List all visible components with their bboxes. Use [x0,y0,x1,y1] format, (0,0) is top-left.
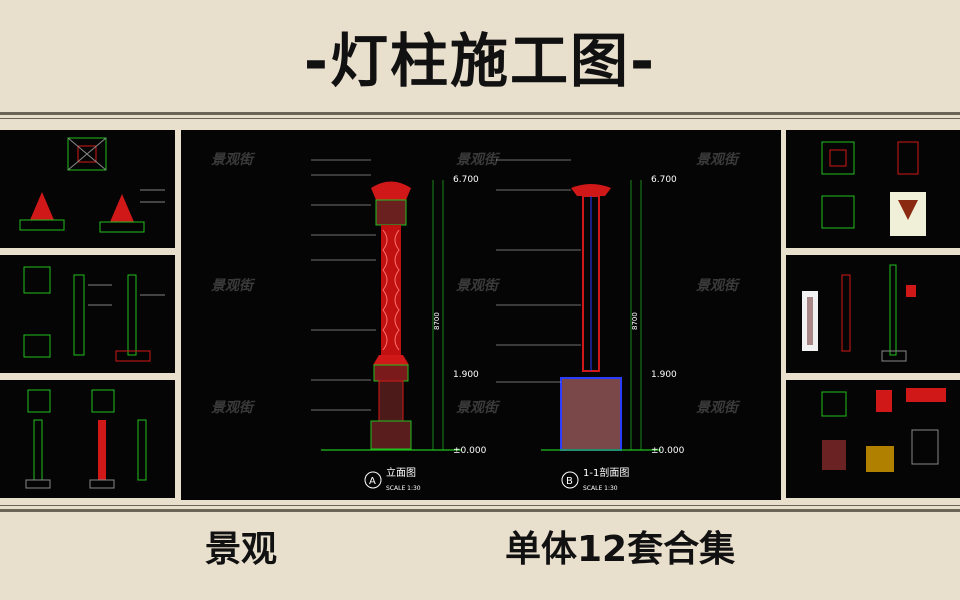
watermark: 景观街 [696,277,741,294]
thumbnail-right-2[interactable] [786,255,960,373]
elevation-column [321,181,461,451]
dim-total: 8700 [433,312,441,330]
elevation-caption: 立面图 [386,466,416,479]
section-scale: SCALE 1:30 [583,485,618,492]
main-drawing[interactable]: 景观街 景观街 景观街 景观街 景观街 景观街 景观街 景观街 景观街 [181,130,781,500]
section-column [541,184,661,451]
level-top-elevation: 6.700 [453,175,479,185]
divider-top [0,112,960,115]
thumbnail-right-3[interactable] [786,380,960,498]
level-base-section: ±0.000 [651,446,685,456]
watermark: 景观街 [456,151,501,168]
level-mid-elevation: 1.900 [453,370,479,380]
page-title: -灯柱施工图- [303,27,657,95]
elevation-marker-letter: A [369,476,376,487]
watermark: 景观街 [211,151,256,168]
watermark: 景观街 [456,399,501,416]
thumbnail-right-1[interactable] [786,130,960,248]
elevation-scale: SCALE 1:30 [386,485,421,492]
watermark: 景观街 [456,277,501,294]
divider-top-thin [0,118,960,119]
watermark: 景观街 [696,151,741,168]
footer-right-label: 单体12套合集 [505,529,736,570]
dim-total-section: 8700 [631,312,639,330]
watermark: 景观街 [211,399,256,416]
thumbnail-left-1[interactable] [0,130,175,248]
thumbnail-left-2[interactable] [0,255,175,373]
section-marker-letter: B [566,476,573,487]
divider-bottom [0,509,960,512]
level-mid-section: 1.900 [651,370,677,380]
section-marker [561,471,579,489]
thumbnail-left-3[interactable] [0,380,175,498]
level-top-section: 6.700 [651,175,677,185]
divider-bottom-thin [0,505,960,506]
watermark: 景观街 [211,277,256,294]
footer-left-label: 景观 [205,529,278,570]
elevation-marker [364,471,382,489]
watermark: 景观街 [696,399,741,416]
level-base-elevation: ±0.000 [453,446,487,456]
section-caption: 1-1剖面图 [583,466,629,479]
